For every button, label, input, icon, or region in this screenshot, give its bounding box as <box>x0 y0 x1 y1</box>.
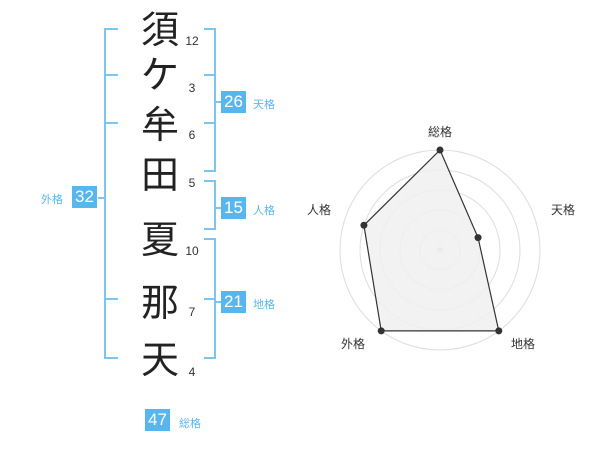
radar-point-4 <box>377 327 385 335</box>
stroke-count-6: 7 <box>188 305 196 319</box>
tenkaku-bracket-tick <box>204 122 216 124</box>
jinkaku-label: 人格 <box>253 204 275 217</box>
stroke-count-5: 10 <box>185 244 199 258</box>
gaikaku-bracket-tick <box>104 298 118 300</box>
chikaku-value: 21 <box>221 291 246 313</box>
name-char-6: 那 <box>140 281 179 325</box>
radar-axis-label-jinkaku: 人格 <box>307 203 332 217</box>
radar-chart <box>339 146 541 351</box>
radar-point-1 <box>436 146 444 154</box>
radar-axis-label-chikaku: 地格 <box>511 337 536 351</box>
stroke-count-7: 4 <box>188 365 196 379</box>
tenkaku-value: 26 <box>221 91 246 113</box>
soukaku-label: 総格 <box>179 417 201 430</box>
tenkaku-bracket <box>204 28 216 172</box>
stroke-count-1: 12 <box>185 34 199 48</box>
radar-point-2 <box>474 234 482 242</box>
radar-point-5 <box>360 221 368 229</box>
jinkaku-bracket <box>204 180 216 230</box>
tenkaku-connector <box>215 101 223 103</box>
gaikaku-value: 32 <box>72 186 97 208</box>
radar-axis-label-tenkaku: 天格 <box>551 203 576 217</box>
radar-axis-label-gaikaku: 外格 <box>341 337 366 351</box>
name-char-7: 天 <box>140 338 179 382</box>
gaikaku-bracket-tick <box>104 74 118 76</box>
jinkaku-connector <box>215 207 223 209</box>
tenkaku-bracket-tick <box>204 74 216 76</box>
radar-points <box>360 146 503 335</box>
soukaku-value: 47 <box>145 409 170 431</box>
gaikaku-connector <box>98 197 106 199</box>
stroke-count-4: 5 <box>188 176 196 190</box>
name-char-2: ケ <box>140 53 179 97</box>
gaikaku-label: 外格 <box>41 193 63 206</box>
radar-point-3 <box>495 327 503 335</box>
chikaku-bracket-tick <box>204 298 216 300</box>
radar-axis-label-soukaku: 総格 <box>428 125 453 139</box>
radar-polygon-group <box>363 148 500 332</box>
name-char-4: 田 <box>140 153 179 197</box>
chikaku-connector <box>215 301 223 303</box>
tenkaku-label: 天格 <box>253 98 275 111</box>
radar-series-polygon <box>363 148 500 332</box>
chikaku-label: 地格 <box>253 298 275 311</box>
gaikaku-bracket <box>104 28 118 359</box>
name-char-3: 牟 <box>140 103 179 147</box>
name-char-1: 須 <box>140 8 179 52</box>
gaikaku-bracket-tick <box>104 122 118 124</box>
jinkaku-value: 15 <box>221 197 246 219</box>
stroke-count-2: 3 <box>188 81 196 95</box>
name-char-5: 夏 <box>140 218 179 262</box>
stroke-count-3: 6 <box>188 128 196 142</box>
